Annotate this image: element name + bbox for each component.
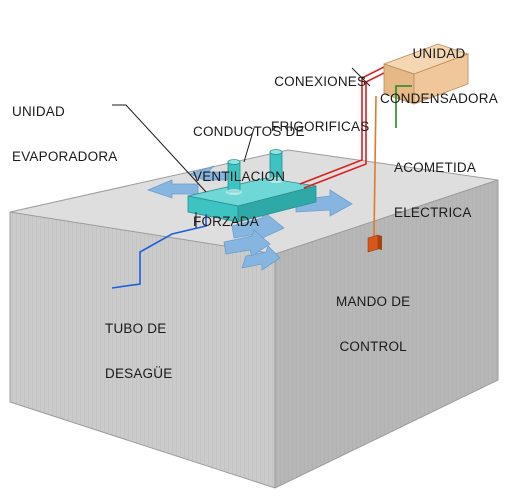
label-acometida-electrica: ACOMETIDA ELECTRICA [394,160,477,220]
refrigerant-pipes [299,65,391,189]
room-box [9,149,499,489]
label-unidad-condensadora: UNIDAD CONDENSADORA [380,46,498,106]
label-conexiones-frigorificas: CONEXIONES FRIGORIFICAS [271,74,370,134]
control-box [367,234,382,253]
condenser-side [413,53,469,105]
air-flow-arrows [146,165,353,271]
evaporator-side [237,185,317,223]
room-edges [9,149,499,489]
drain-pipe [111,214,207,289]
label-tubo-de-desague: TUBO DE DESAGÜE [105,321,173,381]
leader-conductos [243,127,255,163]
condenser-unit [382,43,470,105]
evaporator-unit [187,149,317,223]
duct-left [226,159,242,195]
air-arrow-front-upper [231,211,285,241]
air-arrow-left [146,179,199,199]
label-unidad-evaporadora: UNIDAD EVAPORADORA [12,104,118,164]
room-right-face [275,180,498,488]
leader-evaporadora [112,104,207,193]
leader-lines [112,67,371,193]
air-arrow-front-lower [241,245,281,271]
air-arrow-right [295,189,353,217]
control-line [373,95,377,239]
electric-line [395,85,412,128]
label-conductos: CONDUCTOS DE VENTILACION FORZADA [193,124,305,229]
room-left-face [10,212,275,488]
air-arrow-front-mid [223,229,271,257]
duct-right [268,149,284,183]
label-mando-de-control: MANDO DE CONTROL [336,294,411,354]
leader-conexiones [351,67,371,87]
